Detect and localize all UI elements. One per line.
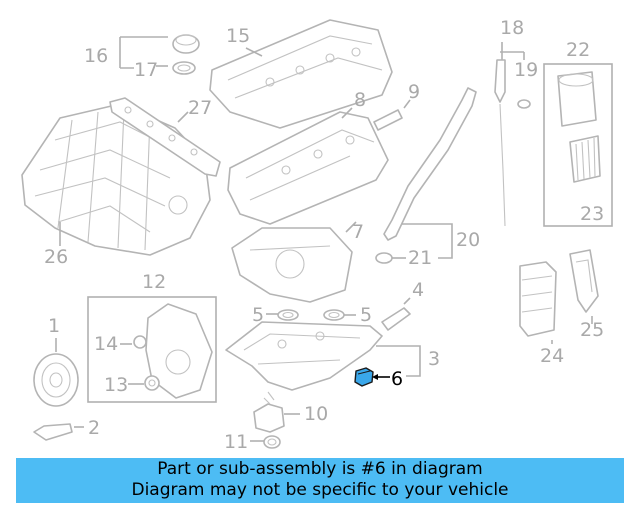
dipstick-assembly xyxy=(494,42,531,227)
oil-filter-box xyxy=(543,63,613,227)
seal-right xyxy=(323,309,356,321)
sensor xyxy=(373,99,411,131)
callout-17: 17 xyxy=(134,59,158,81)
callout-21: 21 xyxy=(408,247,432,269)
oil-cooler-gasket xyxy=(569,249,599,324)
timing-cover-box xyxy=(87,296,217,403)
callout-7: 7 xyxy=(352,221,364,243)
callout-9: 9 xyxy=(408,81,420,103)
pulley-bolt xyxy=(33,423,84,441)
callout-12: 12 xyxy=(142,271,166,293)
banner-line-1: Part or sub-assembly is #6 in diagram xyxy=(157,459,483,479)
callout-27: 27 xyxy=(188,97,212,119)
callout-8: 8 xyxy=(354,89,366,111)
callout-23: 23 xyxy=(580,203,604,225)
oil-cooler xyxy=(519,261,557,344)
oil-filler-cap xyxy=(119,34,200,69)
info-banner: Part or sub-assembly is #6 in diagram Di… xyxy=(16,458,624,503)
front-timing-cover xyxy=(145,303,213,399)
callout-26: 26 xyxy=(44,246,68,268)
crankshaft-seal xyxy=(128,375,160,391)
oil-level-sensor xyxy=(381,297,411,331)
oil-filter-housing xyxy=(557,71,597,127)
callout-25: 25 xyxy=(580,319,604,341)
pickup-seal xyxy=(250,435,281,449)
oil-filler-seal xyxy=(172,61,196,75)
callout-10: 10 xyxy=(304,403,328,425)
dipstick-tube xyxy=(383,87,477,259)
timing-cover-plug xyxy=(120,335,147,349)
callout-24: 24 xyxy=(540,345,564,367)
callout-22: 22 xyxy=(566,39,590,61)
callout-20: 20 xyxy=(456,229,480,251)
callout-6: 6 xyxy=(391,368,403,390)
callout-5-left: 5 xyxy=(252,304,264,326)
callout-11: 11 xyxy=(224,431,248,453)
banner-line-2: Diagram may not be specific to your vehi… xyxy=(131,480,509,500)
callout-15: 15 xyxy=(226,25,250,47)
timing-cover-plate xyxy=(231,221,357,303)
oil-filter-element xyxy=(569,135,601,183)
callout-3: 3 xyxy=(428,348,440,370)
callout-13: 13 xyxy=(104,374,128,396)
intake-manifold xyxy=(21,103,211,256)
callout-19: 19 xyxy=(514,59,538,81)
callout-2: 2 xyxy=(88,417,100,439)
oil-drain-plug xyxy=(354,367,390,387)
oil-pickup xyxy=(253,391,300,433)
dipstick-seal xyxy=(375,252,406,264)
intake-gasket xyxy=(109,97,221,177)
valve-cover xyxy=(209,19,393,129)
callout-5-right: 5 xyxy=(360,304,372,326)
oil-pan xyxy=(225,321,421,391)
cylinder-head xyxy=(227,107,389,225)
callout-1: 1 xyxy=(48,315,60,337)
seal-left xyxy=(266,309,299,321)
callout-4: 4 xyxy=(412,279,424,301)
crankshaft-pulley xyxy=(33,338,79,407)
callout-18: 18 xyxy=(500,17,524,39)
callout-14: 14 xyxy=(94,333,118,355)
callout-16: 16 xyxy=(84,45,108,67)
